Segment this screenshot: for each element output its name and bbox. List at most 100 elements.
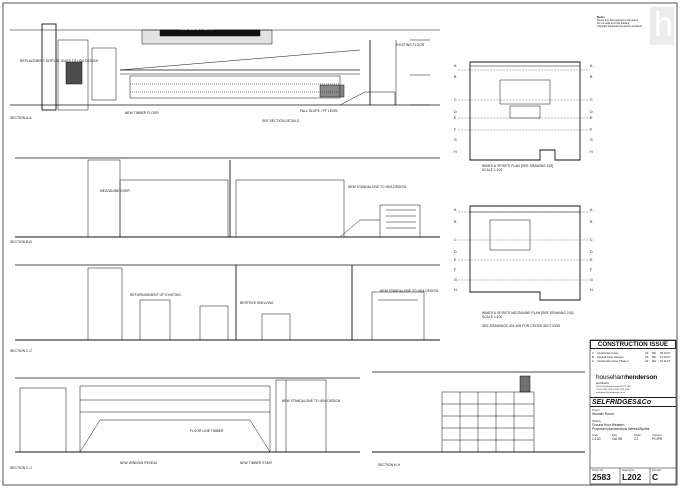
grid-letter: G: [454, 277, 457, 282]
annotation-see-details: SEE SECTION DETAILS: [262, 119, 300, 123]
revision-desc: Construction Issue Phase 1: [597, 360, 629, 363]
grid-letter: F: [590, 127, 593, 132]
revision-desc: General issue changes: [597, 356, 624, 359]
annotation-new-display: NEW DISPLAY UNITS: [180, 27, 214, 31]
project-no-label: Project No: [592, 469, 604, 472]
grid-letter: A: [454, 63, 457, 68]
revision-by: AK: [645, 352, 649, 355]
grid-letter: H: [454, 149, 457, 154]
revision-value: C: [652, 472, 659, 482]
grid-letter: E: [590, 115, 593, 120]
revision-rev: A: [592, 360, 594, 363]
grid-letter: G: [590, 277, 593, 282]
firm-address-2: T 020 7253 2755 F 020 7253 2756: [596, 389, 630, 391]
date-value: Oct 08: [612, 437, 622, 441]
grid-letter: F: [590, 267, 593, 272]
project-no-value: 2583: [592, 472, 611, 482]
firm-name-b: henderson: [625, 374, 658, 381]
revision-rev: B: [592, 356, 594, 359]
annotation-new-timber-floor: NEW TIMBER FLOOR: [125, 111, 159, 115]
section-a-a-label: SECTION A-A: [10, 116, 32, 120]
drawing-notes: Notes Report any discrepancies to the au…: [597, 16, 642, 29]
plan-upper-scale: SCALE 1:100: [482, 168, 503, 172]
annotation-new-standalone-3: NEW STANDALONE TO HDA DESIGN: [282, 399, 341, 403]
section-b-b-drawing: [15, 157, 440, 238]
notes-line-3: Copyright househam henderson architects: [597, 25, 642, 28]
drawing-label: Drawing: [592, 420, 601, 423]
plan-lower-drawing: [458, 205, 590, 301]
construction-issue-banner: CONSTRUCTION ISSUE: [590, 340, 676, 349]
scale-value: 1:100: [592, 437, 601, 441]
grid-letter: B: [454, 74, 457, 79]
grid-letter: F: [454, 127, 457, 132]
revision-chk: MH: [652, 356, 657, 359]
section-c-c-label: SECTION C-C: [10, 349, 33, 353]
logo-letter: h: [654, 6, 673, 44]
revision-rev: C: [592, 352, 594, 355]
drawing-no-label: Drawing No: [622, 469, 635, 472]
section-b-b-label: SECTION B-B: [10, 240, 32, 244]
drawn-value: CJ: [634, 437, 639, 441]
grid-letter: D: [590, 249, 593, 254]
grid-letter: D: [454, 109, 457, 114]
grid-letter: A: [454, 207, 457, 212]
grid-letter: A: [590, 207, 593, 212]
grid-letter: B: [454, 219, 457, 224]
grid-letter: H: [454, 287, 457, 292]
grid-letter: G: [590, 137, 593, 142]
grid-letter: D: [454, 249, 457, 254]
client-name: SELFRIDGES&Co: [590, 397, 676, 407]
plan-lower-scale: SCALE 1:100: [482, 315, 503, 319]
grid-letter: C: [454, 237, 457, 242]
plan-lower-caption: WINES & SPIRITS MEZZANINE PLAN [SEE DRAW…: [482, 311, 574, 315]
section-c-c-lower-drawing: [15, 377, 360, 453]
notes-line-1: Report any discrepancies to the author.: [597, 19, 639, 22]
revision-chk: MH: [652, 360, 657, 363]
revision-desc: Construction Issue: [597, 352, 619, 355]
grid-letter: C: [590, 237, 593, 242]
grid-letter: F: [454, 267, 457, 272]
grid-letter: E: [454, 257, 457, 262]
firm-subtitle: architects: [596, 381, 609, 385]
drawing-title-1: Ground floor Western: [592, 423, 625, 427]
notes-line-2: Do not scale from this drawing.: [597, 22, 630, 25]
annotation-refurb: REFURBISHMENT OF EXISTING: [130, 293, 181, 297]
plan-upper-drawing: [458, 61, 590, 161]
annotation-new-standalone-2: NEW STANDALONE TO HDA DESIGN: [380, 289, 439, 293]
plan-sections-note: SEE DRAWINGS 401-408 FOR CROSS SECTIONS: [482, 324, 561, 328]
section-h-h-drawing: [372, 371, 585, 453]
firm-logo: h: [650, 7, 674, 45]
revision-date: 15-11-07: [660, 360, 671, 363]
annotation-shelving: BESPOKE SHELVING: [240, 301, 274, 305]
grid-letter: C: [590, 97, 593, 102]
annotation-fall-line: FALL SLOPE / FF LEVEL: [300, 109, 339, 113]
grid-letter: H: [590, 149, 593, 154]
grid-letter: A: [590, 63, 593, 68]
revision-by: AK: [645, 360, 649, 363]
grid-letter: B: [590, 219, 593, 224]
annotation-new-standalone-1: NEW STANDALONE TO HDA DESIGN: [348, 185, 407, 189]
scale-label: Scale: [592, 434, 598, 437]
checked-label: Checked: [652, 434, 662, 437]
firm-email: architects@hhenderson.co.uk: [596, 392, 625, 394]
firm-name: househamhenderson: [596, 374, 657, 381]
revision-by: AK: [645, 356, 649, 359]
annotation-floor-line: FLOOR LINE TIMBER: [190, 429, 224, 433]
section-a-a-drawing: [10, 23, 440, 111]
grid-letter: E: [590, 257, 593, 262]
firm-address-1: 76-78 City Road London EC1Y 2BJ: [596, 386, 631, 388]
revision-chk: MH: [652, 352, 657, 355]
checked-value: PC/PH: [652, 437, 663, 441]
drawn-label: Drawn: [634, 434, 641, 437]
grid-letter: B: [590, 74, 593, 79]
grid-letter: G: [454, 137, 457, 142]
annotation-replacement-units: REPLACEMENT DISPLAY UNITS TO HDA DESIGN: [20, 59, 98, 63]
drawing-no-value: L202: [622, 472, 642, 482]
annotation-existing-floor: EXISTING FLOOR: [396, 43, 425, 47]
annotation-new-timber-stair: NEW TIMBER STAIR: [240, 461, 272, 465]
drawing-title-2: Proposed plan/sections Wines&Spirits: [592, 427, 650, 431]
section-c-c-drawing: [15, 264, 440, 341]
